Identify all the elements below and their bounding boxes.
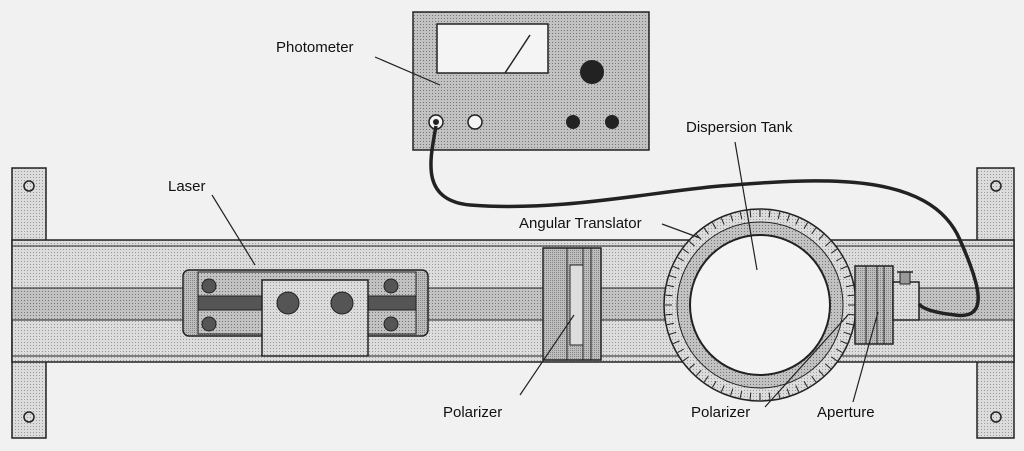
scale-tick: [847, 294, 855, 297]
scale-tick: [689, 241, 695, 247]
scale-tick: [825, 241, 831, 247]
scale-tick: [673, 340, 680, 345]
laser: [182, 269, 429, 357]
scale-tick: [795, 218, 800, 225]
jack-icon: [467, 114, 483, 130]
scale-tick: [818, 234, 824, 240]
scale-tick: [739, 211, 743, 220]
scale-tick: [673, 265, 680, 270]
leader-lines: [211, 56, 879, 408]
bolt-hole-icon: [990, 180, 1002, 192]
scale-tick: [669, 331, 677, 335]
dial-knob-icon: [580, 60, 604, 84]
scale-tick: [666, 284, 675, 288]
aperture: [854, 265, 920, 345]
dispersion-tank: [689, 234, 831, 376]
screw-icon: [383, 278, 399, 294]
scale-tick: [749, 210, 752, 218]
scale-tick: [720, 218, 725, 225]
scale-tick: [703, 227, 709, 235]
scale-tick: [845, 284, 854, 288]
scale-tick: [720, 385, 725, 392]
scale-tick: [818, 370, 824, 376]
scale-tick: [730, 214, 734, 222]
scale-tick: [768, 210, 771, 218]
scale-tick: [843, 275, 851, 279]
label-polarizer-right: Polarizer: [691, 404, 750, 421]
screw-icon: [201, 316, 217, 332]
scale-tick: [811, 375, 817, 383]
scale-tick: [835, 348, 843, 353]
scale-tick: [825, 363, 831, 369]
screw-icon: [330, 291, 354, 315]
angle-scale-ticks: [665, 210, 855, 400]
scale-tick: [786, 388, 790, 396]
meter-display: [436, 23, 549, 74]
scale-tick: [845, 322, 854, 326]
scale-tick: [677, 348, 685, 353]
scale-tick: [696, 370, 702, 376]
knob-icon: [899, 271, 911, 285]
scale-tick: [840, 265, 847, 270]
screw-icon: [276, 291, 300, 315]
label-dispersion-tank: Dispersion Tank: [686, 119, 793, 136]
scale-tick: [677, 257, 685, 262]
scale-tick: [669, 275, 677, 279]
polarizer-left: [542, 247, 602, 361]
scale-tick: [803, 222, 808, 230]
scale-tick: [703, 375, 709, 383]
scale-tick: [811, 227, 817, 235]
bolt-hole-icon: [23, 180, 35, 192]
scale-tick: [666, 322, 675, 326]
scale-tick: [682, 356, 690, 362]
label-aperture: Aperture: [817, 404, 875, 421]
knob-icon: [605, 115, 619, 129]
scale-tick: [830, 248, 838, 254]
scale-tick: [777, 211, 781, 220]
bolt-hole-icon: [23, 411, 35, 423]
label-angular-translator: Angular Translator: [519, 215, 642, 232]
detector-cable: [429, 125, 980, 318]
scale-tick: [835, 257, 843, 262]
scale-tick: [768, 392, 771, 400]
scale-tick: [843, 331, 851, 335]
knob-icon: [566, 115, 580, 129]
scale-tick: [840, 340, 847, 345]
screw-icon: [201, 278, 217, 294]
scale-tick: [847, 313, 855, 316]
scale-tick: [712, 380, 717, 388]
scale-tick: [749, 392, 752, 400]
label-photometer: Photometer: [276, 39, 354, 56]
label-polarizer-left: Polarizer: [443, 404, 502, 421]
scale-tick: [712, 222, 717, 230]
scale-tick: [739, 390, 743, 399]
scale-tick: [786, 214, 790, 222]
scale-tick: [795, 385, 800, 392]
screw-icon: [383, 316, 399, 332]
bolt-hole-icon: [990, 411, 1002, 423]
scale-tick: [689, 363, 695, 369]
scale-tick: [665, 313, 673, 316]
scale-tick: [830, 356, 838, 362]
scale-tick: [803, 380, 808, 388]
label-laser: Laser: [168, 178, 206, 195]
scale-tick: [682, 248, 690, 254]
meter-needle-icon: [504, 34, 531, 74]
photometer: [412, 11, 650, 151]
scale-tick: [665, 294, 673, 297]
scale-tick: [730, 388, 734, 396]
